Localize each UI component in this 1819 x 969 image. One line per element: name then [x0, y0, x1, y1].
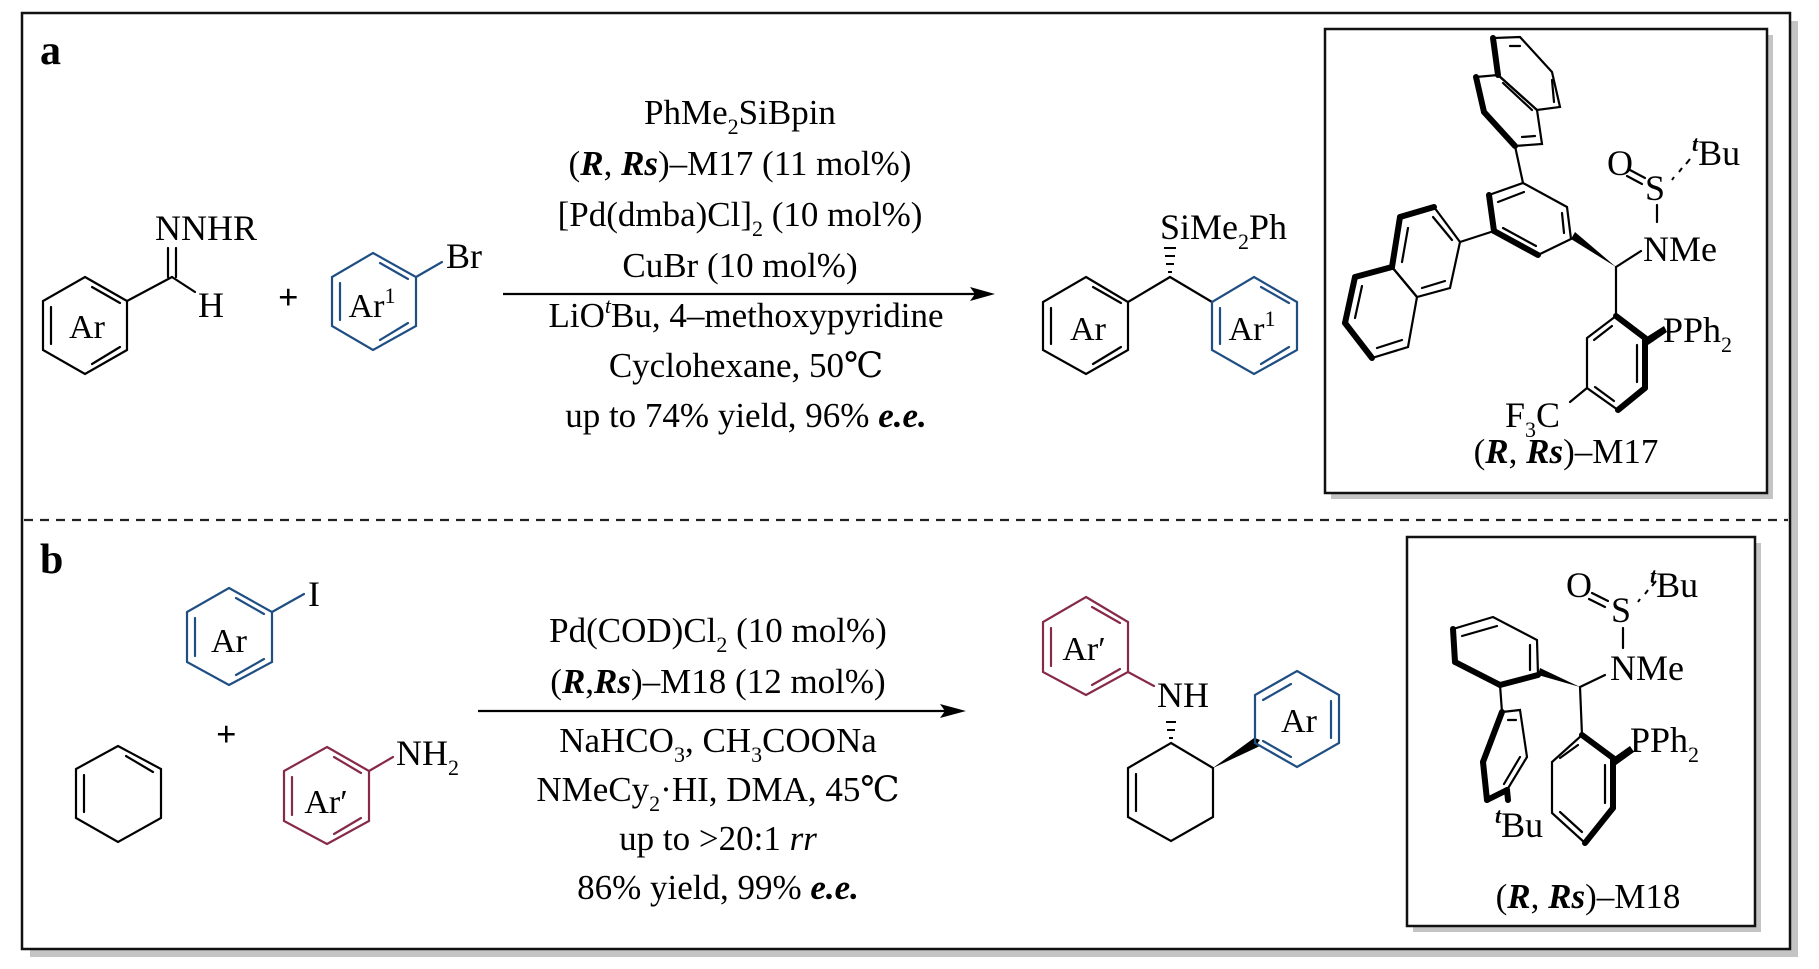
condition-line-1: Pd(COD)Cl2 (10 mol%) — [549, 611, 887, 657]
pph2-label: PPh2 — [1630, 720, 1699, 767]
conditions-b-above: Pd(COD)Cl2 (10 mol%) (R,Rs)–M18 (12 mol%) — [549, 611, 887, 701]
nme-label: NMe — [1610, 648, 1684, 688]
ligand-name-m17: (R, Rs)–M17 — [1474, 432, 1659, 471]
ring-label-ar-prime: Ar′ — [1062, 631, 1105, 668]
condition-line-1: PhMe2SiBpin — [644, 93, 836, 139]
bond — [1126, 275, 1172, 304]
reaction-arrow-b — [478, 704, 966, 718]
cyclohexene-reactant — [74, 744, 163, 844]
hashed-wedge-bond — [1166, 721, 1176, 739]
oxygen-label: O — [1566, 565, 1592, 605]
ring-double-bond — [378, 261, 410, 281]
ring-label-ar1: Ar1 — [349, 283, 396, 325]
condition-line-2: (R,Rs)–M18 (12 mol%) — [550, 662, 885, 701]
sulfur-label: S — [1611, 590, 1631, 630]
hashed-wedge-bond — [1164, 247, 1176, 273]
ligand-name-label: (R, Rs)–M18 — [1496, 877, 1681, 916]
arrow-head — [940, 704, 966, 718]
reaction-arrow-a — [503, 287, 995, 301]
silyl-group: SiMe2Ph — [1160, 207, 1287, 254]
ligand-box-m17: NMe S O tBu PPh2 F3C (R, Rs)–M17 — [1323, 27, 1773, 499]
bond — [1513, 144, 1525, 185]
nh2-label: NH2 — [396, 733, 459, 780]
arrow-head — [970, 287, 995, 301]
ligand-name-label: (R, Rs)–M17 — [1474, 432, 1659, 471]
wedge-bond — [1213, 738, 1260, 768]
pph2-label: PPh2 — [1663, 310, 1732, 357]
hydrazone-reactant: Ar NNHR H — [41, 208, 257, 376]
tbu-label-2: tBu — [1495, 803, 1543, 845]
bond — [170, 275, 197, 294]
ring-label-ar: Ar — [69, 309, 106, 346]
ligand-box-m18: O S tBu NMe tBu — [1405, 535, 1761, 932]
ring-label-ar: Ar — [211, 623, 248, 660]
condition-line-2: Cyclohexane, 50℃ — [609, 346, 883, 385]
nnhr-group: NNHR — [155, 208, 257, 248]
hashed-bond — [1637, 580, 1657, 603]
panel-a-label: a — [40, 28, 61, 74]
bond — [414, 260, 444, 279]
aryl-bromide-reactant: Ar1 Br — [330, 236, 482, 352]
box-frame — [1323, 27, 1769, 495]
ring-double-bond — [378, 321, 410, 342]
cf3-label: F3C — [1505, 395, 1560, 442]
ring-double-bond — [1091, 285, 1123, 305]
tbu-label: tBu — [1650, 563, 1698, 605]
condition-line-2: NMeCy2·HI, DMA, 45℃ — [536, 770, 899, 816]
ligand-name-m18: (R, Rs)–M18 — [1496, 877, 1681, 916]
condition-line-2: (R, Rs)–M17 (11 mol%) — [569, 144, 912, 183]
condition-line-3: up to >20:1 rr — [619, 819, 817, 858]
iodine-label: I — [308, 574, 320, 614]
aniline-reactant: Ar′ NH2 — [282, 733, 459, 846]
hydrogen-label: H — [198, 285, 224, 325]
bold-bond — [1645, 326, 1667, 345]
nme-label: NMe — [1643, 229, 1717, 269]
bold-bond — [1613, 746, 1634, 765]
aryl-ring-blue — [1253, 669, 1341, 769]
wedge-bond — [1538, 668, 1580, 687]
aryl-ring-purple — [1041, 595, 1130, 697]
condition-line-1: LiOtBu, 4–methoxypyridine — [549, 293, 944, 335]
ring-double-bond — [90, 345, 122, 366]
condition-line-3: [Pd(dmba)Cl]2 (10 mol%) — [558, 195, 923, 241]
ring-double-bond — [90, 285, 122, 305]
bromine-label: Br — [446, 236, 482, 276]
condition-line-3: up to 74% yield, 96% e.e. — [565, 396, 927, 435]
ring-double-bond — [1259, 285, 1291, 305]
aryl-ring-blue — [1210, 275, 1299, 376]
sulfur-label: S — [1645, 168, 1665, 208]
ring-label-ar1: Ar1 — [1229, 306, 1276, 348]
ring-double-bond — [1091, 345, 1123, 366]
condition-line-4: 86% yield, 99% e.e. — [577, 868, 859, 907]
condition-line-4: CuBr (10 mol%) — [622, 246, 857, 285]
plus-sign: + — [216, 714, 237, 754]
wedge-bond — [1571, 232, 1616, 267]
tbu-label: tBu — [1692, 131, 1740, 173]
bond — [125, 275, 174, 303]
hashed-bond — [1671, 158, 1691, 181]
ring-double-bond — [1259, 345, 1291, 366]
conditions-a-above: PhMe2SiBpin (R, Rs)–M17 (11 mol%) [Pd(dmba… — [558, 93, 923, 285]
ring-label-ar: Ar — [1070, 311, 1107, 348]
nh-label: NH — [1157, 675, 1209, 715]
ring-label-ar-prime: Ar′ — [304, 784, 347, 821]
condition-line-1: NaHCO3, CH3COONa — [559, 721, 877, 767]
cyclohexene-ring — [74, 744, 163, 844]
product-a: Ar SiMe2Ph Ar1 — [1041, 207, 1299, 376]
product-b: Ar′ NH Ar — [1041, 595, 1341, 843]
panel-b-label: b — [40, 537, 63, 583]
aryl-iodide-reactant: Ar I — [185, 574, 320, 687]
bond — [1168, 275, 1214, 304]
ring-label-ar: Ar — [1281, 703, 1318, 740]
plus-sign: + — [278, 277, 299, 317]
